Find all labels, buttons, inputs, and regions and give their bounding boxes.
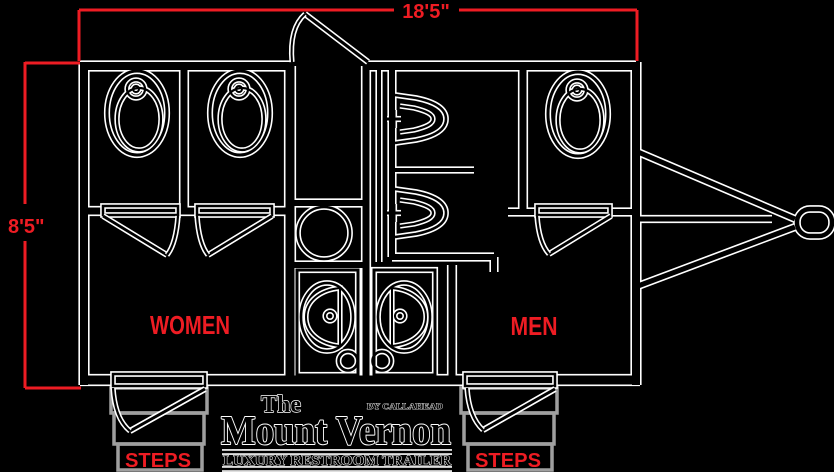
door-swing — [207, 214, 273, 257]
halo — [194, 203, 275, 218]
logo-by-line: BY CALLAHEAD — [367, 402, 443, 411]
halo — [399, 103, 436, 135]
sink-faucet — [371, 350, 393, 372]
door-swing-arc — [290, 13, 306, 63]
urinal-bowl-inner — [399, 198, 435, 228]
entry-door-icon — [288, 11, 370, 65]
door-swing-arc — [111, 387, 131, 432]
halo — [100, 203, 181, 218]
stall-door-icon — [534, 203, 613, 257]
hitch-coupler-icon — [794, 206, 834, 239]
hitch-frame-bar — [637, 224, 796, 289]
halo — [394, 186, 449, 240]
sink-vanity — [372, 268, 437, 377]
sink-drain — [394, 310, 406, 322]
width-dimension-label: 18'5" — [402, 1, 450, 23]
halo — [462, 371, 558, 389]
brand-logo: The BY CALLAHEAD Mount Vernon LUXURY RES… — [220, 391, 452, 472]
toilet-flush — [228, 78, 250, 100]
height-dimension: 8'5" — [8, 61, 81, 390]
sink-basin — [299, 281, 355, 353]
exterior-door-icon — [462, 371, 558, 433]
halo — [399, 197, 436, 229]
door-panel — [535, 204, 612, 217]
width-dimension: 18'5" — [77, 1, 639, 61]
step-tread — [459, 386, 559, 415]
door-swing — [304, 12, 369, 64]
steps-label-left: STEPS — [125, 450, 191, 472]
sink-icon — [295, 268, 360, 377]
door-panel — [111, 372, 207, 388]
door-swing — [102, 214, 168, 257]
halo — [534, 203, 613, 218]
door-panel — [463, 372, 557, 388]
toilet-flush — [125, 78, 147, 100]
door-panel — [101, 204, 180, 217]
halo — [394, 92, 449, 146]
men-room-label: MEN — [511, 311, 558, 341]
sink-basin-inner — [391, 286, 428, 348]
sink-drain — [324, 310, 336, 322]
urinal-icon — [387, 187, 448, 239]
urinal-icon — [387, 93, 448, 145]
logo-name: Mount Vernon — [221, 407, 451, 453]
halo — [464, 387, 485, 432]
urinal-bowl — [394, 93, 448, 145]
toilet-icon — [546, 70, 610, 158]
hitch-frame-bar — [637, 149, 796, 222]
door-panel — [195, 204, 274, 217]
toilet-icon — [208, 69, 272, 157]
logo-the: The — [261, 392, 301, 418]
door-swing — [548, 214, 612, 256]
trailer-hitch — [636, 149, 834, 289]
steps-label-right: STEPS — [475, 450, 541, 472]
toilet-bowl — [105, 69, 169, 157]
trailer-outline — [80, 62, 640, 385]
toilet-bowl — [208, 69, 272, 157]
door-swing-arc — [465, 387, 484, 431]
sink-vanity — [295, 268, 360, 377]
urinal-bowl-inner — [399, 104, 435, 134]
toilet-bowl — [546, 70, 610, 158]
toilet-flush-dot — [132, 85, 140, 93]
exterior-door-icon — [110, 371, 208, 434]
urinal-bowl — [394, 187, 448, 239]
round-fixture-icon — [296, 205, 352, 261]
sink-icon — [371, 268, 437, 377]
toilet-icon — [105, 69, 169, 157]
step-tread — [466, 442, 554, 472]
halo — [110, 371, 208, 389]
sink-basin — [376, 281, 432, 353]
stall-door-icon — [100, 203, 181, 258]
door-swing-arc — [535, 215, 550, 255]
sink-faucet — [337, 350, 359, 372]
toilet-flush-dot — [235, 85, 243, 93]
stall-door-icon — [194, 203, 275, 258]
toilet-flush — [566, 79, 588, 101]
step-tread — [116, 442, 204, 472]
women-room-label: WOMEN — [150, 310, 230, 340]
door-swing — [482, 387, 556, 432]
height-dimension-label: 8'5" — [8, 216, 44, 238]
toilet-flush-dot — [573, 86, 581, 94]
door-swing-arc — [166, 215, 180, 256]
door-swing — [129, 387, 206, 433]
logo-tagline: LUXURY RESTROOM TRAILER — [223, 453, 452, 469]
step-tread — [109, 386, 209, 415]
door-swing-arc — [195, 215, 209, 256]
sink-basin-inner — [304, 286, 341, 348]
interior-walls — [84, 62, 636, 381]
